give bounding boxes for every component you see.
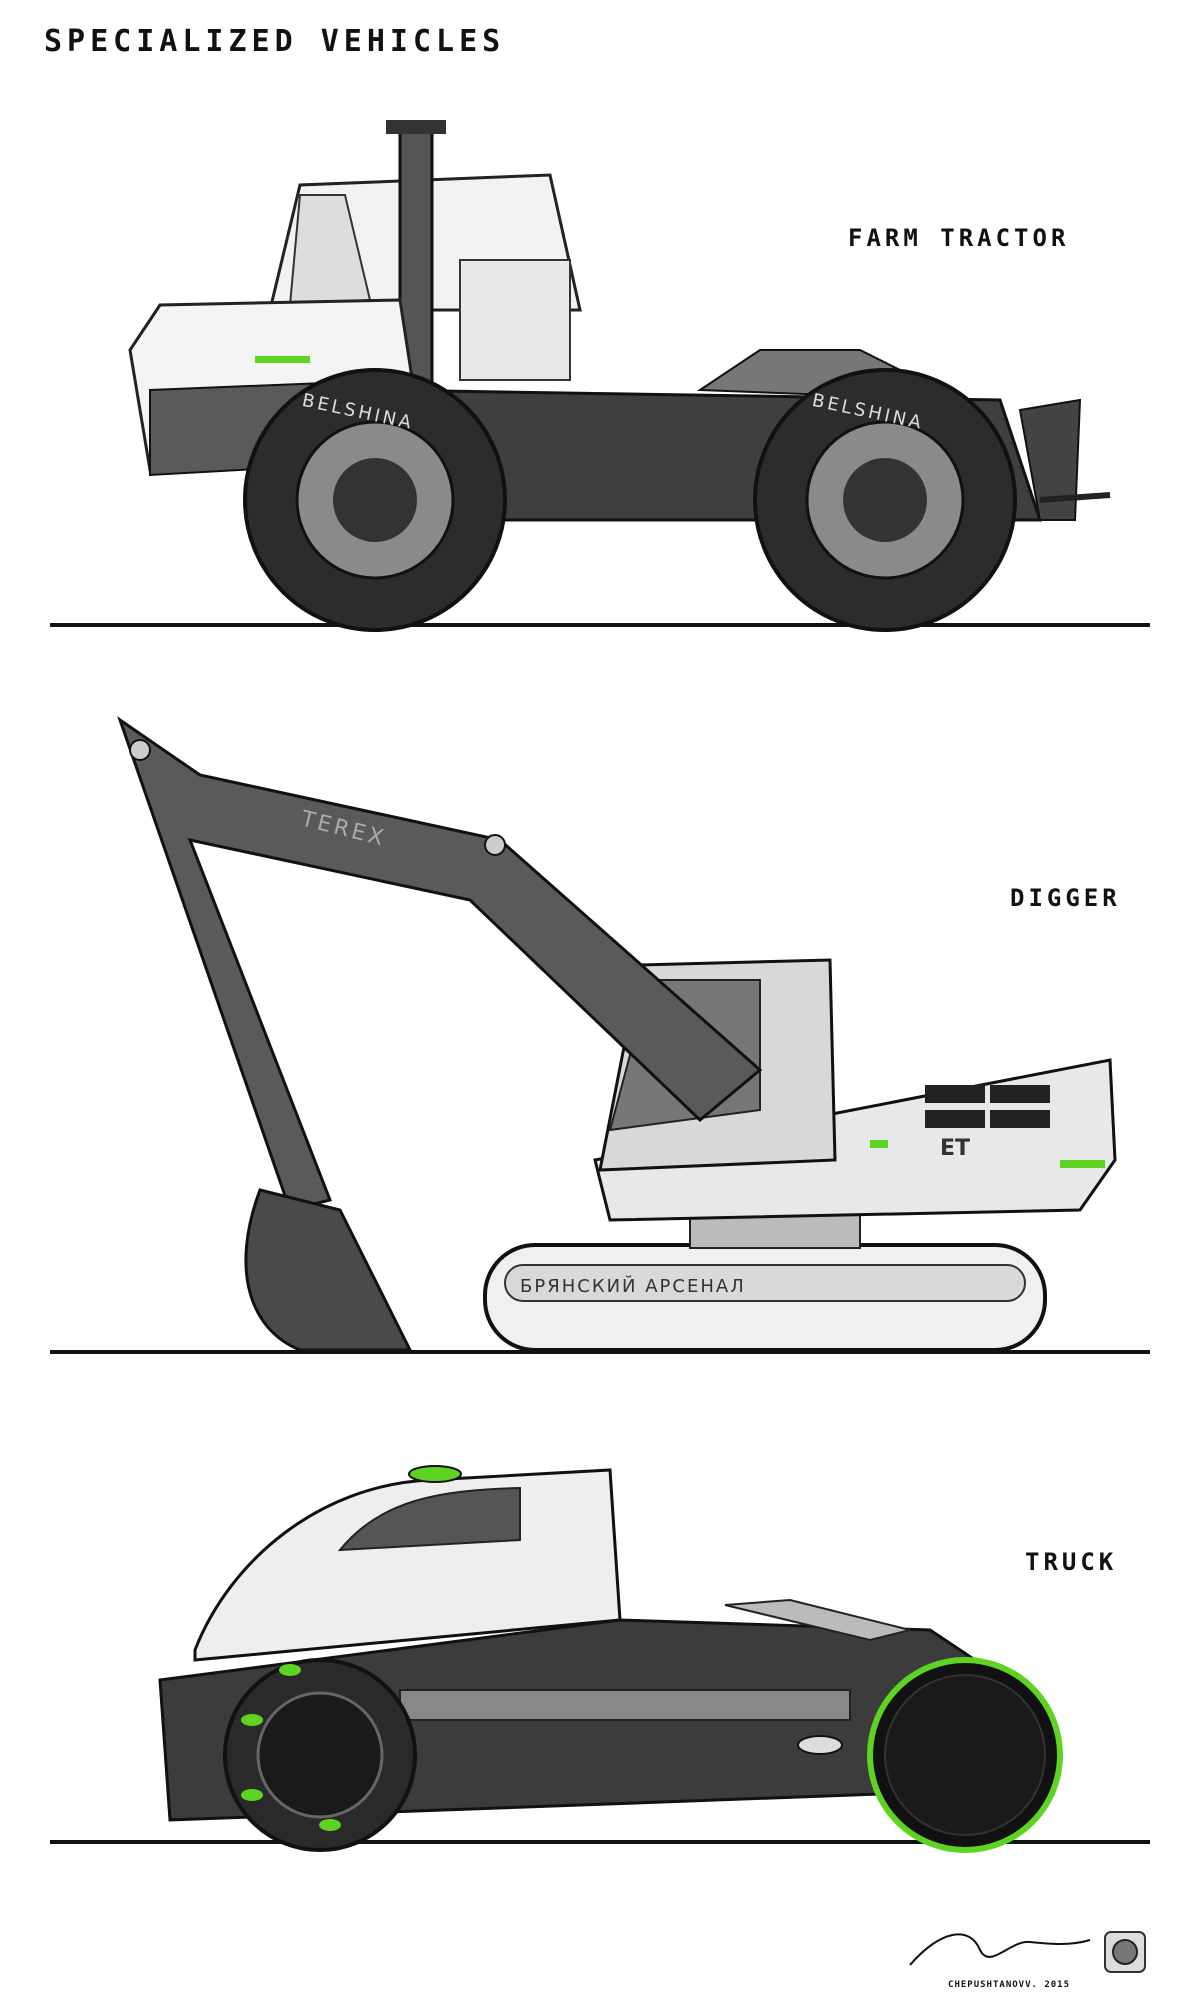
accent-light <box>870 1140 888 1148</box>
front-wheel <box>223 1658 417 1852</box>
rear-wheel <box>753 368 1017 632</box>
signature-mark <box>909 1933 1091 1966</box>
label-truck: TRUCK <box>1025 1548 1118 1576</box>
digger-sketch: БРЯНСКИЙ АРСЕНАЛ ET TEREX <box>50 716 1150 1354</box>
accent-stripe <box>255 356 310 363</box>
roof-light <box>408 1465 462 1483</box>
truck-sketch <box>50 1465 1150 1853</box>
rear-wheel <box>867 1657 1063 1853</box>
digger-bucket <box>244 1188 413 1352</box>
label-farm-tractor: FARM TRACTOR <box>848 224 1070 252</box>
accent-light <box>1060 1160 1105 1168</box>
front-wheel <box>243 368 507 632</box>
page-title: SPECIALIZED VEHICLES <box>44 24 506 59</box>
signature-text: CHEPUSHTANOVV. 2015 <box>948 1980 1070 1990</box>
emblem-icon <box>1104 1931 1146 1973</box>
farm-tractor-sketch: BELSHINA BELSHINA <box>50 120 1150 632</box>
cab-badge: ET <box>940 1136 970 1161</box>
track-text: БРЯНСКИЙ АРСЕНАЛ <box>520 1275 746 1297</box>
label-digger: DIGGER <box>1010 884 1121 912</box>
exhaust-stack <box>398 123 434 397</box>
